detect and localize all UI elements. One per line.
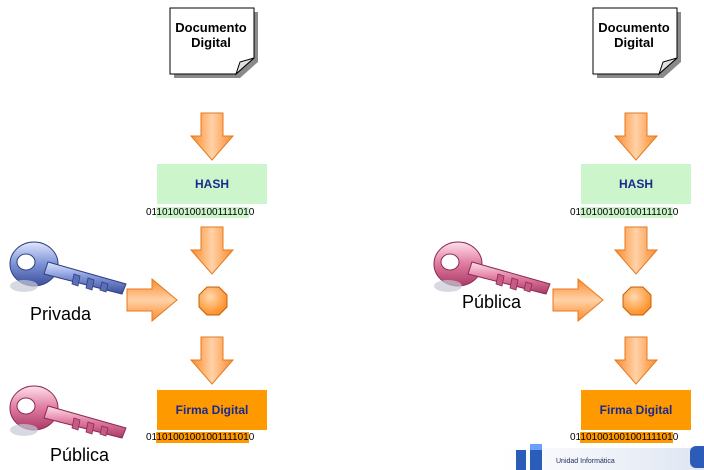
- down-arrow-icon: [190, 226, 234, 275]
- hash-box: HASH: [581, 164, 691, 204]
- hash-box: HASH: [157, 164, 267, 204]
- signature-bits: 01101001001001111010: [570, 432, 679, 443]
- unidad-informatica-logo: [516, 444, 542, 470]
- signature-bits: 01101001001001111010: [146, 432, 255, 443]
- right-arrow-icon: [126, 278, 178, 322]
- pink-key-icon: [433, 241, 551, 295]
- public-key-label: Pública: [50, 445, 110, 465]
- down-arrow-icon: [190, 336, 234, 385]
- down-arrow-icon: [614, 336, 658, 385]
- signature-label: Firma Digital: [599, 403, 673, 417]
- down-arrow-icon: [190, 112, 234, 161]
- document-icon: [169, 7, 258, 78]
- down-arrow-icon: [614, 226, 658, 275]
- left-document: Documento Digital: [168, 6, 260, 80]
- signature-label: Firma Digital: [175, 403, 249, 417]
- hash-bits: 01101001001001111010: [146, 207, 255, 218]
- logo-mark: [690, 446, 704, 468]
- blue-key-icon: [9, 241, 127, 295]
- hash-label: HASH: [618, 177, 653, 191]
- octagon-icon: [198, 286, 228, 316]
- signature-box: Firma Digital: [157, 390, 267, 430]
- hash-label: HASH: [194, 177, 229, 191]
- logo-strip: [500, 448, 704, 470]
- document-label: Documento Digital: [175, 20, 247, 50]
- document-label: Documento Digital: [598, 20, 670, 50]
- pink-key-icon: [9, 385, 127, 439]
- public-key-label: Pública: [462, 292, 522, 312]
- private-key-label: Privada: [30, 304, 92, 324]
- right-document: Documento Digital: [591, 6, 683, 80]
- octagon-icon: [622, 286, 652, 316]
- down-arrow-icon: [614, 112, 658, 161]
- hash-bits: 01101001001001111010: [570, 207, 679, 218]
- signature-box: Firma Digital: [581, 390, 691, 430]
- right-arrow-icon: [552, 278, 604, 322]
- logo-text: Unidad Informática: [556, 458, 615, 465]
- document-icon: [592, 7, 681, 78]
